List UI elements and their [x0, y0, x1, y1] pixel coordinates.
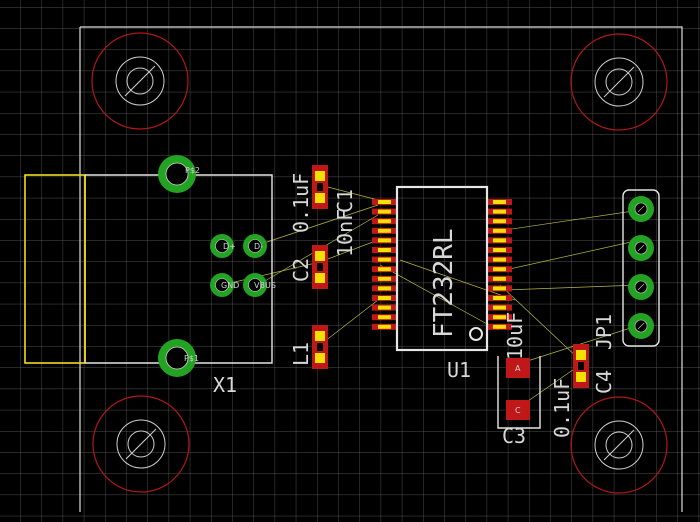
c4-name-label: C4 [592, 370, 616, 394]
mounting-hole-top-right [570, 33, 668, 131]
u1-pad-core [378, 305, 391, 310]
u1-pad-core [378, 315, 391, 320]
u1-pad-core [378, 267, 391, 272]
u1-value-label: FT232RL [429, 228, 459, 338]
usb-pin-vbus[interactable]: VBUS [243, 273, 276, 297]
u1-pad-core [493, 200, 506, 204]
u1-pad-core [493, 257, 506, 262]
u1-pad-core [493, 248, 506, 252]
usb-pad-top[interactable]: P$2 [158, 155, 200, 193]
capacitor-c2[interactable] [312, 245, 328, 289]
u1-pad-core [378, 228, 391, 233]
usb-connector-x1[interactable]: P$2 P$1 D+ D- GND VBUS X1 [24, 155, 276, 397]
u1-pad-core [493, 315, 506, 320]
c1-name-label: C1 [333, 189, 357, 213]
u1-pad-core [378, 276, 391, 281]
board-outline [79, 26, 683, 512]
capacitor-c4[interactable] [573, 344, 589, 388]
u1-left-pads [372, 199, 397, 330]
pad-label-p2: P$2 [185, 166, 200, 175]
u1-pad-core [378, 257, 391, 262]
u1-pad-core [493, 276, 506, 281]
jp1-pin-mark [637, 322, 645, 330]
usb-pin-d-plus[interactable]: D+ [210, 234, 236, 258]
u1-pad-core [378, 324, 391, 329]
u1-pad-core [493, 305, 506, 310]
inductor-l1[interactable] [312, 325, 328, 369]
jp1-pin-mark [637, 205, 645, 213]
l1-name-label: L1 [289, 342, 313, 366]
u1-pad-core [493, 228, 506, 233]
pin-label-gnd: GND [221, 281, 239, 290]
u1-pad-core [378, 296, 391, 300]
c3-value-label: 10uF [503, 312, 527, 360]
pin-label-d-plus: D+ [223, 242, 236, 251]
u1-pad-core [378, 209, 391, 214]
u1-pad-core [493, 238, 506, 243]
c3-name-label: C3 [502, 424, 526, 448]
jp1-name-label: JP1 [592, 314, 616, 350]
jp1-pin-mark [637, 283, 645, 291]
capacitor-c1[interactable] [312, 165, 328, 209]
u1-pad-core [493, 209, 506, 214]
usb-pad-bottom[interactable]: P$1 [158, 339, 199, 377]
pad-label-p1: P$1 [184, 354, 199, 363]
c1-value-label: 10nF [333, 209, 357, 257]
usb-pin-gnd[interactable]: GND [210, 273, 239, 297]
u1-pad-core [378, 248, 391, 252]
u1-pad-core [493, 324, 506, 329]
c3-pad-c-label: C [515, 406, 521, 415]
u1-pad-core [493, 286, 506, 291]
jp1-pin-mark [637, 244, 645, 252]
mounting-hole-top-left [91, 32, 189, 130]
mounting-hole-bottom-left [92, 395, 190, 493]
u1-pad-core [378, 200, 391, 204]
c2-value-label: 0.1uF [289, 173, 313, 233]
c2-name-label: C2 [289, 258, 313, 282]
usb-pin-d-minus[interactable]: D- [243, 234, 267, 258]
u1-pad-core [493, 296, 506, 300]
ic-u1[interactable]: FT232RL [372, 185, 512, 352]
x1-name-label: X1 [213, 373, 237, 397]
u1-pad-core [378, 238, 391, 243]
u1-pad-core [493, 267, 506, 272]
pin-label-vbus: VBUS [254, 281, 276, 290]
header-jp1[interactable] [622, 189, 660, 347]
capacitor-c3[interactable]: A C [497, 356, 541, 429]
c3-pad-a-label: A [515, 364, 521, 373]
pin-label-d-minus: D- [254, 242, 263, 251]
u1-pad-core [378, 286, 391, 291]
c4-value-label: 0.1uF [550, 378, 574, 438]
u1-right-pads [487, 199, 512, 330]
u1-name-label: U1 [447, 358, 471, 382]
u1-pad-core [378, 219, 391, 224]
mounting-hole-bottom-right [570, 396, 668, 494]
u1-pad-core [493, 219, 506, 224]
